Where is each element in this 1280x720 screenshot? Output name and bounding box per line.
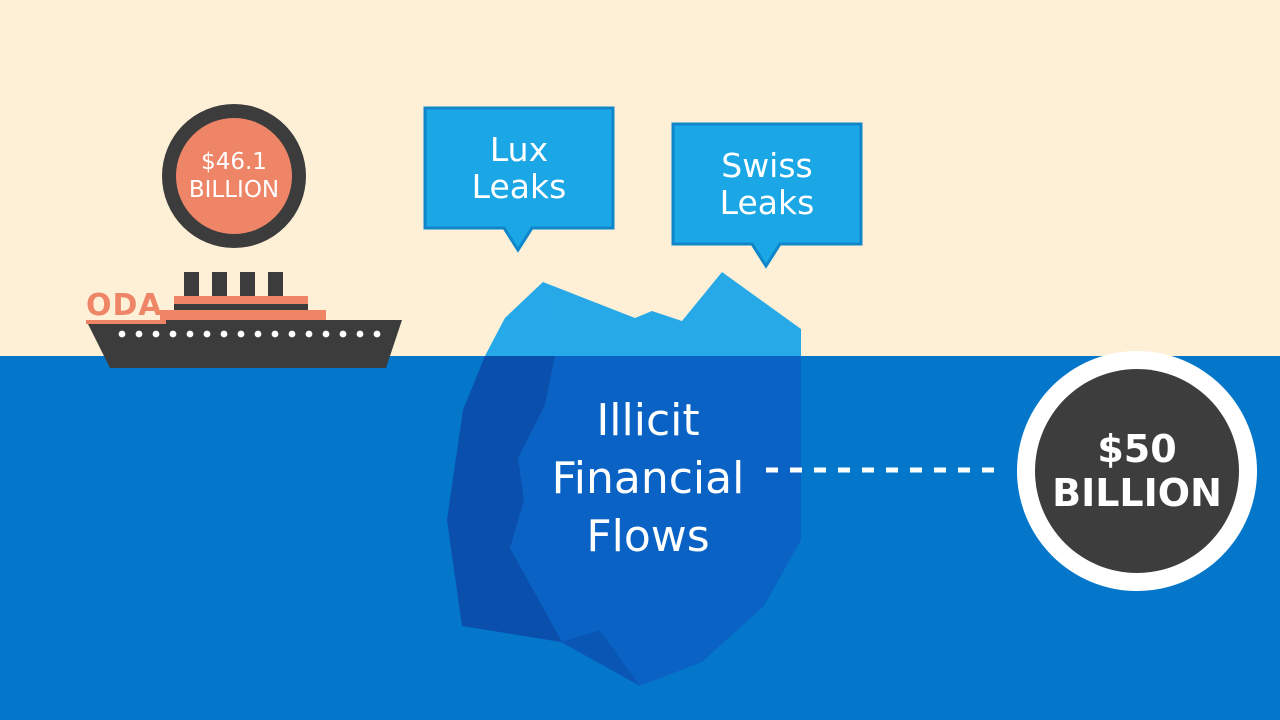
ship-icon [86,272,402,368]
speech-bubble-swiss-text: Swiss Leaks [673,124,861,244]
speech-bubble-lux [423,106,615,253]
lux-leaks-line2: Leaks [471,167,567,206]
iceberg-label-line3: Flows [586,511,710,562]
total-badge-disc [1035,369,1239,573]
total-badge-amount: $50 [1097,427,1177,471]
ship-badge-disc [176,118,292,234]
iceberg-label-line1: Illicit [596,395,700,446]
speech-bubble-swiss [671,122,863,269]
ship-label: ODA [86,288,163,323]
swiss-leaks-line1: Swiss [721,146,813,185]
iceberg-label-line2: Financial [551,453,745,504]
iceberg-icon [447,272,801,686]
ship-badge-amount: $46.1 [201,149,267,175]
lux-leaks-line1: Lux [489,130,549,169]
ship-badge-unit: BILLION [188,177,280,203]
ship-badge-text: $46.1 BILLION [176,118,292,234]
iceberg-label: Illicit Financial Flows [520,392,776,566]
total-badge-text: $50 BILLION [1032,366,1242,576]
speech-bubble-lux-text: Lux Leaks [425,108,613,228]
total-badge-unit: BILLION [1052,471,1222,515]
swiss-leaks-line2: Leaks [719,183,815,222]
